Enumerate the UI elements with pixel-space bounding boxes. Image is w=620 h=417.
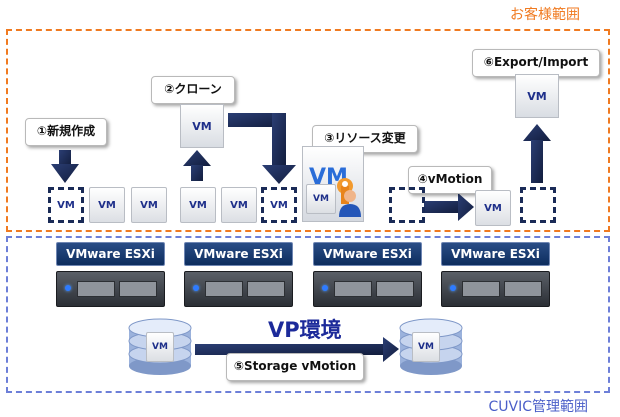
esxi-host-3-label: VMware ESXi	[313, 242, 422, 266]
vm: VM	[89, 187, 125, 223]
esxi-server-1	[56, 271, 165, 307]
user-icon	[339, 190, 361, 217]
export-import-callout: ⑥Export/Import	[472, 49, 600, 77]
customer-scope-label: お客様範囲	[510, 7, 580, 23]
storage-vmotion-arrow	[195, 337, 399, 362]
esxi-host-2-label: VMware ESXi	[184, 242, 293, 266]
new-vm-arrow	[51, 150, 79, 183]
clone-arrow	[183, 150, 211, 181]
clone-placement-arrow	[228, 113, 296, 184]
storage-source-vm: VM	[146, 332, 174, 362]
customer-scope-region	[6, 29, 610, 232]
vm-resized: VM	[306, 184, 336, 214]
vm-clone-source: VM	[180, 187, 216, 223]
vm-clone-copy: VM	[180, 104, 224, 148]
esxi-server-3	[313, 271, 422, 307]
storage-target-vm: VM	[412, 332, 440, 362]
vmotion-callout: ④vMotion	[408, 166, 492, 194]
vmotion-source-slot	[389, 187, 425, 223]
vm-vmotion-target: VM	[475, 190, 511, 226]
vm-clone-target: VM	[261, 187, 297, 223]
cuvic-scope-region	[6, 236, 610, 393]
esxi-server-4	[441, 271, 550, 307]
export-slot	[520, 187, 556, 223]
new-vm-callout: ①新規作成	[25, 118, 107, 146]
cuvic-scope-label: CUVIC管理範囲	[488, 399, 588, 415]
esxi-host-1-label: VMware ESXi	[56, 242, 165, 266]
export-import-arrow	[523, 124, 551, 183]
esxi-host-4-label: VMware ESXi	[441, 242, 550, 266]
vp-environment-title: VP環境	[268, 318, 342, 342]
esxi-server-2	[184, 271, 293, 307]
vmotion-arrow	[424, 193, 474, 221]
vm: VM	[221, 187, 257, 223]
vm: VM	[131, 187, 167, 223]
vm-new: VM	[48, 187, 84, 223]
storage-vmotion-callout: ⑤Storage vMotion	[226, 353, 364, 381]
vm-exported: VM	[515, 74, 559, 118]
clone-callout: ②クローン	[151, 76, 235, 104]
